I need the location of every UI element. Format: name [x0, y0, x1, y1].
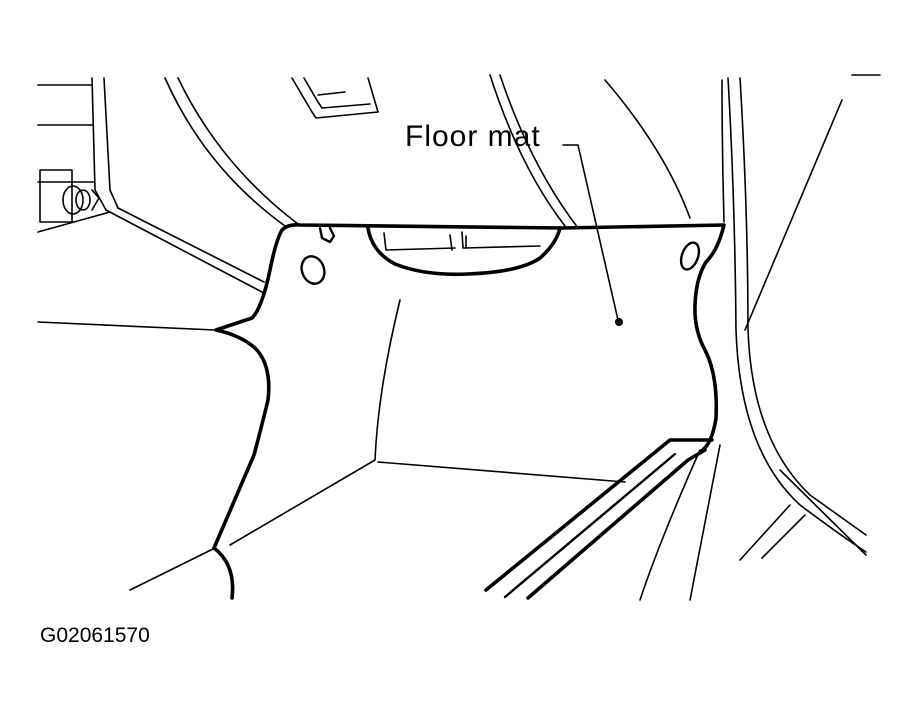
right-door-opening: [639, 74, 881, 601]
floor-lines: [129, 299, 626, 591]
panel-knob: [39, 169, 100, 223]
dashboard-outline: [164, 74, 691, 229]
floor-mat: [212, 223, 726, 600]
cutout-details: [383, 231, 541, 251]
door-sill-plate: [484, 438, 714, 600]
callout-dot: [615, 318, 623, 326]
callout-leader: [562, 144, 623, 326]
left-door-trim: [37, 77, 265, 331]
figure-id: G02061570: [40, 624, 150, 647]
floor-mat-label: Floor mat: [405, 120, 541, 153]
center-vent: [291, 77, 379, 119]
